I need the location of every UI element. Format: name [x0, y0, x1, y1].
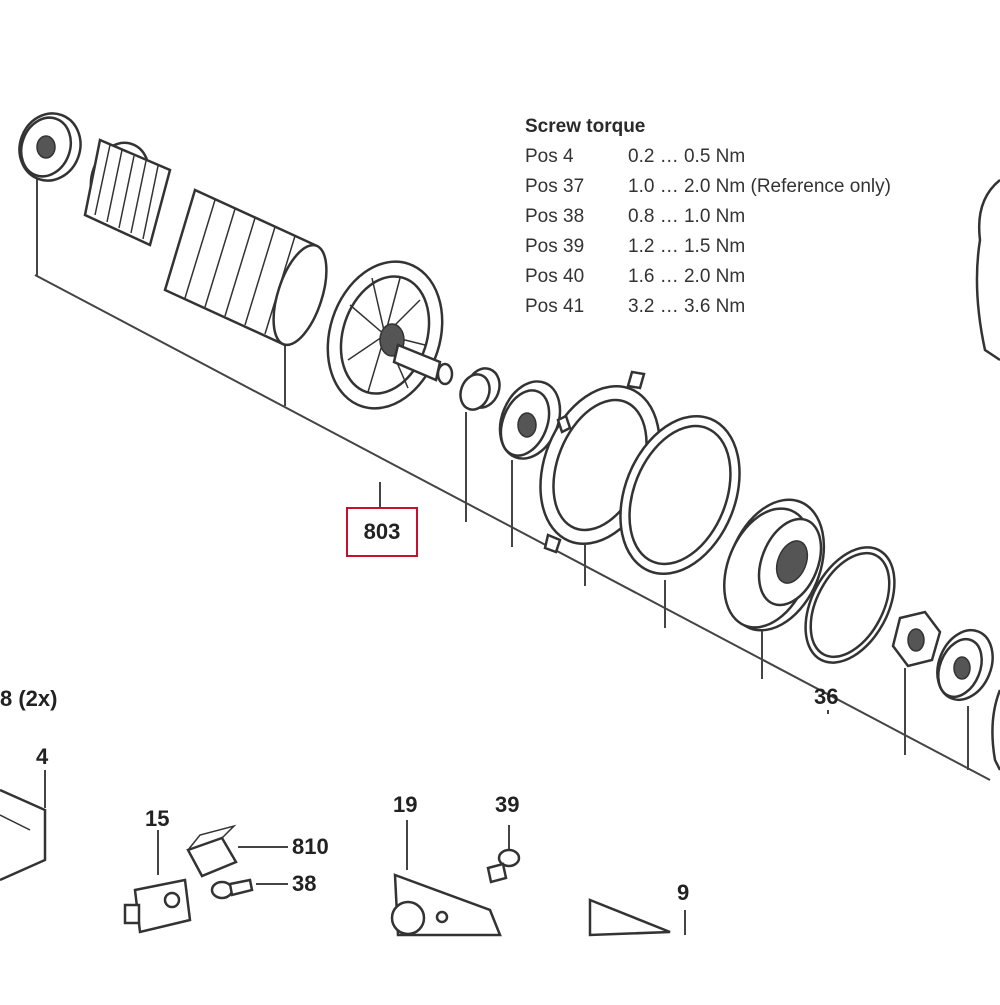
armature — [83, 138, 454, 410]
torque-row: Pos 38 0.8 … 1.0 Nm — [525, 202, 891, 232]
bearing-seal-holder — [722, 498, 826, 632]
torque-value: 0.8 … 1.0 Nm — [628, 206, 746, 227]
label-38: 38 — [292, 871, 317, 896]
screw-39 — [486, 825, 521, 884]
carbon-brush-810 — [186, 824, 288, 878]
label-39: 39 — [495, 792, 520, 817]
gear-housing-partial — [975, 179, 1000, 771]
torque-value: 0.2 … 0.5 Nm — [628, 146, 746, 167]
brush-holder-15 — [123, 830, 192, 934]
torque-pos: Pos 40 — [525, 266, 585, 287]
label-36: 36 — [814, 684, 839, 709]
torque-row: Pos 40 1.6 … 2.0 Nm — [525, 262, 891, 292]
torque-value: 1.2 … 1.5 Nm — [628, 236, 746, 257]
torque-pos: Pos 4 — [525, 146, 574, 167]
label-15: 15 — [145, 806, 170, 831]
label-38-2x: 8 (2x) — [0, 686, 58, 711]
torque-row: Pos 39 1.2 … 1.5 Nm — [525, 232, 891, 262]
brush-cover-19 — [390, 820, 502, 937]
label-9: 9 — [677, 880, 690, 905]
label-810: 810 — [292, 834, 329, 859]
torque-row: Pos 4 0.2 … 0.5 Nm — [525, 142, 891, 172]
torque-value: 1.6 … 2.0 Nm — [628, 266, 746, 287]
torque-row: Pos 41 3.2 … 3.6 Nm — [525, 292, 891, 322]
ball-bearing-right — [936, 628, 994, 702]
bushing — [459, 367, 501, 411]
torque-pos: Pos 38 — [525, 206, 585, 227]
torque-value: 3.2 … 3.6 Nm — [628, 296, 746, 317]
torque-pos: Pos 41 — [525, 296, 585, 317]
ball-bearing-left — [18, 112, 82, 182]
part-9 — [588, 898, 686, 937]
assembly-803-callout[interactable]: 803 — [346, 507, 418, 557]
torque-pos: Pos 37 — [525, 176, 585, 197]
hex-nut — [891, 610, 942, 668]
screw-38 — [210, 878, 288, 900]
label-4: 4 — [36, 744, 49, 769]
screw-torque-table: Screw torque Pos 4 0.2 … 0.5 Nm Pos 37 1… — [525, 112, 891, 322]
label-19: 19 — [393, 792, 418, 817]
o-ring-36 — [804, 546, 896, 664]
brush-plate-4 — [0, 770, 47, 882]
torque-value: 1.0 … 2.0 Nm (Reference only) — [628, 176, 891, 197]
screw-torque-title: Screw torque — [525, 116, 646, 137]
torque-row: Pos 37 1.0 … 2.0 Nm (Reference only) — [525, 172, 891, 202]
washer-ring — [619, 414, 741, 576]
torque-pos: Pos 39 — [525, 236, 585, 257]
